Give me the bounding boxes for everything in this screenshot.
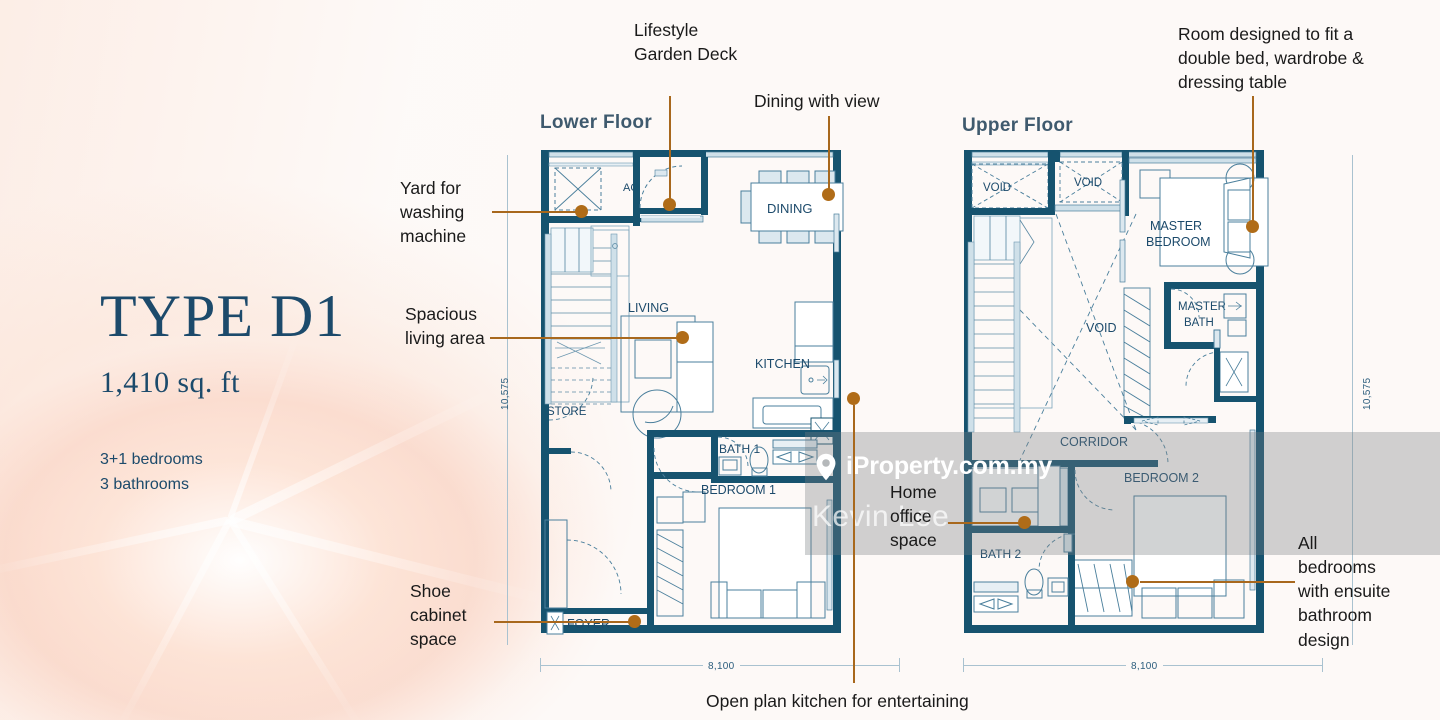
watermark-band (805, 432, 1440, 555)
location-pin-icon (816, 453, 836, 480)
svg-text:BATH 1: BATH 1 (719, 442, 760, 456)
annotation-dining: Dining with view (754, 91, 880, 111)
upper-floor-title: Upper Floor (962, 115, 1073, 136)
floor-area: 1,410 sq. ft (100, 366, 240, 399)
dot-master-bedroom (1246, 220, 1259, 233)
upper-height-dim: 10,575 (1362, 377, 1373, 410)
upper-floor-plan: VOID VOID VOID (928, 130, 1348, 660)
leader-garden-deck (669, 96, 671, 202)
bedroom-count: 3+1 bedrooms (100, 451, 203, 468)
lower-height-dim: 10,575 (500, 377, 511, 410)
svg-text:STORE: STORE (547, 406, 587, 418)
annotation-ensuite: All bedrooms with ensuite bathroom desig… (1298, 533, 1391, 650)
dot-yard (575, 205, 588, 218)
svg-text:KITCHEN: KITCHEN (755, 357, 810, 371)
bathroom-count: 3 bathrooms (100, 475, 189, 493)
annotation-shoe: Shoe cabinet space (410, 581, 467, 650)
upper-width-dim: 8,100 (1126, 661, 1163, 672)
leader-dining (828, 116, 830, 192)
leader-kitchen (853, 405, 855, 683)
title-block: TYPE D1 1,410 sq. ft (100, 286, 345, 400)
leader-home-office (948, 522, 1022, 524)
svg-text:BEDROOM 1: BEDROOM 1 (701, 483, 776, 497)
lower-floor-title: Lower Floor (540, 112, 653, 133)
dot-kitchen (847, 392, 860, 405)
watermark-logo: iProperty.com.my (815, 452, 1052, 481)
dot-living (676, 331, 689, 344)
dot-garden-deck (663, 198, 676, 211)
dot-shoe (628, 615, 641, 628)
svg-text:VOID: VOID (983, 182, 1011, 194)
dot-ensuite (1126, 575, 1139, 588)
watermark-agent: Kevin Lee (812, 500, 950, 533)
svg-text:DINING: DINING (767, 201, 813, 216)
page-title: TYPE D1 (100, 283, 346, 349)
annotation-yard: Yard for washing machine (400, 178, 467, 247)
svg-text:BEDROOM: BEDROOM (1146, 235, 1211, 249)
annotation-master-bedroom: Room designed to fit a double bed, wardr… (1178, 24, 1364, 93)
svg-text:MASTER: MASTER (1178, 301, 1226, 313)
annotation-living: Spacious living area (405, 304, 485, 349)
leader-yard (492, 211, 580, 213)
dot-home-office (1018, 516, 1031, 529)
svg-text:VOID: VOID (1074, 177, 1102, 189)
annotation-garden-deck: Lifestyle Garden Deck (634, 20, 738, 65)
leader-living (490, 337, 682, 339)
lower-floor-plan: AC (505, 130, 925, 660)
svg-text:MASTER: MASTER (1150, 219, 1202, 233)
annotation-kitchen: Open plan kitchen for entertaining (706, 691, 969, 711)
svg-text:FOYER: FOYER (567, 617, 610, 631)
annotation-home-office: Home office space (890, 482, 937, 551)
dot-dining (822, 188, 835, 201)
unit-specs: 3+1 bedrooms 3 bathrooms (100, 448, 203, 498)
svg-text:BATH: BATH (1184, 317, 1214, 329)
svg-text:VOID: VOID (1086, 321, 1117, 335)
svg-text:BATH 2: BATH 2 (980, 547, 1021, 561)
leader-ensuite (1140, 581, 1295, 583)
svg-text:LIVING: LIVING (628, 301, 669, 315)
leader-master-bedroom (1252, 96, 1254, 224)
leader-shoe (494, 621, 632, 623)
svg-text:BEDROOM 2: BEDROOM 2 (1124, 471, 1199, 485)
watermark-brand: iProperty.com.my (846, 452, 1053, 480)
svg-text:CORRIDOR: CORRIDOR (1060, 435, 1128, 449)
lower-width-dim: 8,100 (703, 661, 740, 672)
